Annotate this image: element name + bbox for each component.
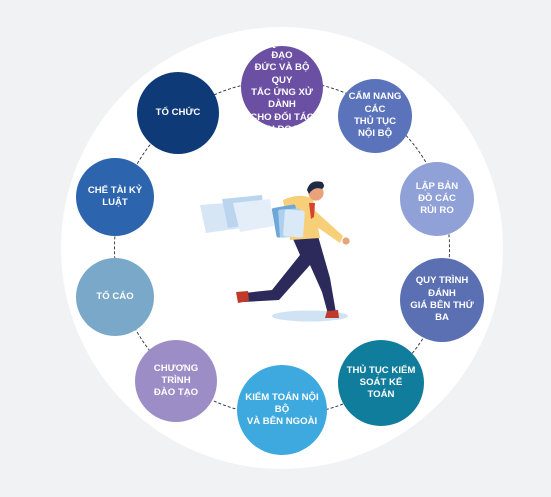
node-label: LẬP BẢN ĐỒ CÁC RỦI RO: [415, 180, 459, 217]
node-internal-procedures[interactable]: CẨM NANG CÁC THỦ TỤC NỘI BỘ: [338, 79, 412, 153]
node-whistleblowing[interactable]: TỐ CÁO: [76, 258, 154, 336]
person-hair: [307, 181, 324, 194]
node-disciplinary-sanctions[interactable]: CHẾ TÀI KỶ LUẬT: [76, 158, 154, 236]
node-code-of-conduct[interactable]: BỘ QUY TẮC ĐẠO ĐỨC VÀ BỘ QUY TẮC ỨNG XỬ …: [241, 38, 323, 135]
document-stack-icon: [271, 204, 305, 238]
person-legs: [244, 232, 336, 314]
left-shoe: [236, 291, 249, 303]
node-third-party-assessment[interactable]: QUY TRÌNH ĐÁNH GIÁ BÊN THỨ BA: [400, 258, 484, 342]
node-label: CHẾ TÀI KỶ LUẬT: [87, 184, 143, 208]
node-label: CẨM NANG CÁC THỦ TỤC NỘI BỘ: [348, 91, 402, 140]
node-label: THỦ TỤC KIỂM SOÁT KẾ TOÁN: [346, 364, 416, 401]
right-shoe: [325, 310, 339, 318]
node-label: TỔ CHỨC: [155, 106, 201, 118]
node-label: TỐ CÁO: [96, 290, 134, 302]
node-training-program[interactable]: CHƯƠNG TRÌNH ĐÀO TẠO: [135, 340, 217, 422]
node-label: KIỂM TOÁN NỘI BỘ VÀ BÊN NGOÀI: [245, 391, 319, 428]
node-accounting-controls[interactable]: THỦ TỤC KIỂM SOÁT KẾ TOÁN: [338, 340, 424, 426]
node-label: BỘ QUY TẮC ĐẠO ĐỨC VÀ BỘ QUY TẮC ỨNG XỬ …: [250, 37, 314, 135]
person-hand: [342, 237, 350, 245]
node-audit[interactable]: KIỂM TOÁN NỘI BỘ VÀ BÊN NGOÀI: [237, 365, 327, 455]
person-tie: [309, 203, 315, 219]
node-label: QUY TRÌNH ĐÁNH GIÁ BÊN THỨ BA: [410, 275, 474, 324]
person-arm: [307, 208, 343, 243]
node-label: CHƯƠNG TRÌNH ĐÀO TẠO: [153, 362, 199, 399]
node-organization[interactable]: TỔ CHỨC: [137, 72, 219, 154]
node-risk-mapping[interactable]: LẬP BẢN ĐỒ CÁC RỦI RO: [400, 162, 474, 236]
flying-papers-icon: [200, 195, 274, 233]
